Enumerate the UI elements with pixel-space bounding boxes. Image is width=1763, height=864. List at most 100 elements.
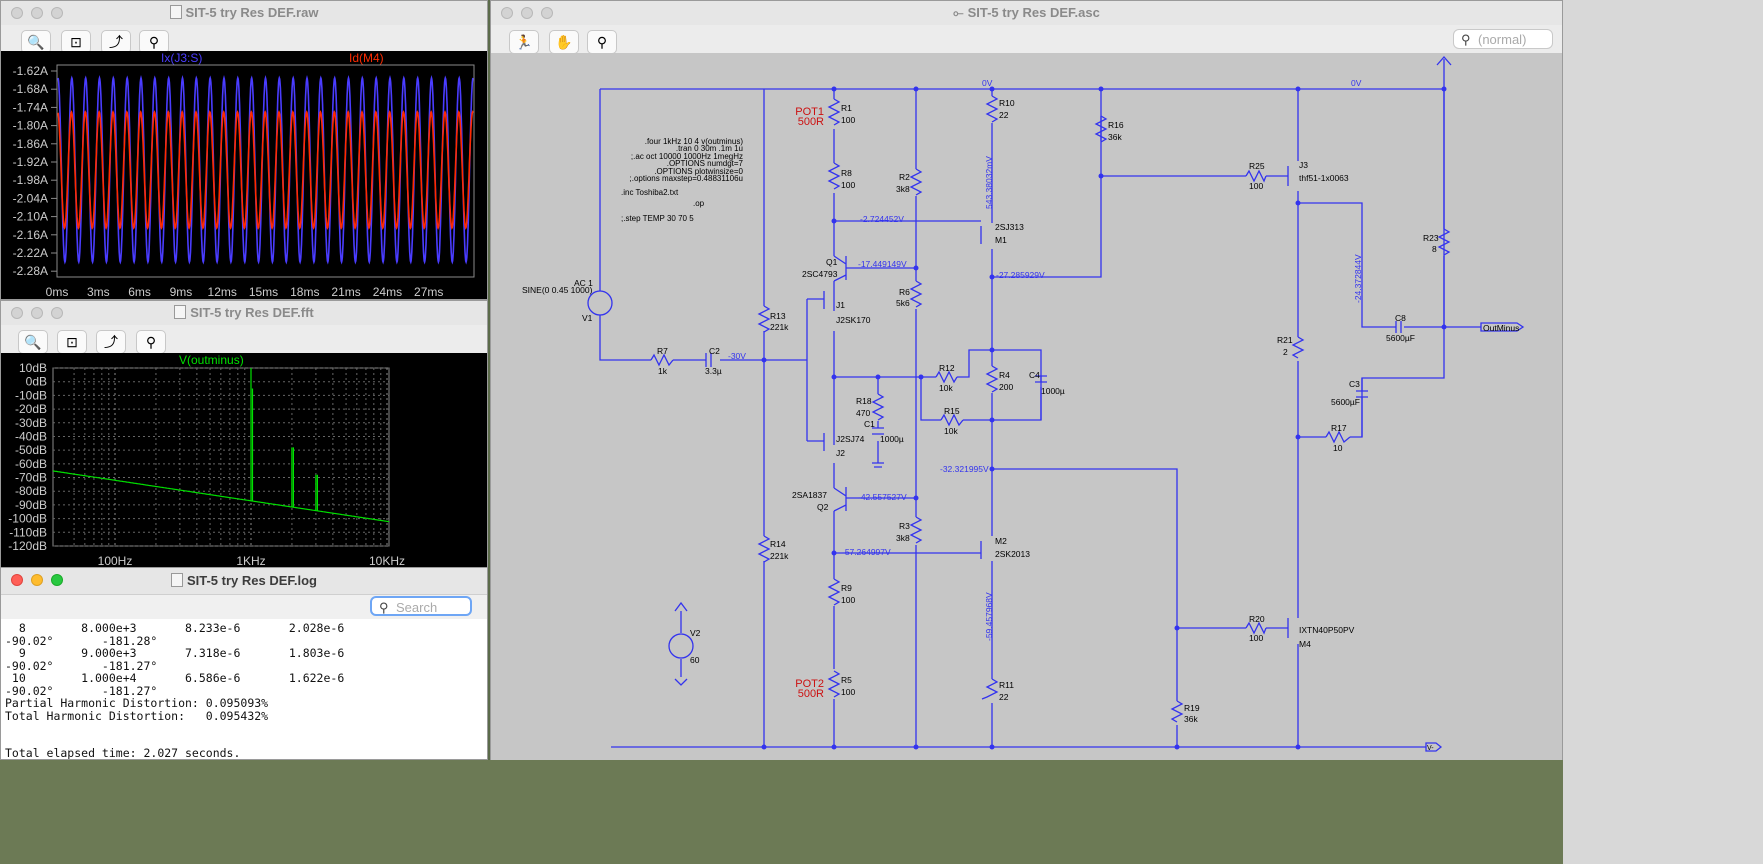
minimize-button[interactable] (521, 7, 533, 19)
raw-plot-window: SIT-5 try Res DEF.raw 🔍 ⊡ ⤴ ⚲ Ix(J3:S) I… (0, 0, 488, 300)
zoom-button[interactable] (51, 307, 63, 319)
log-line: Total Harmonic Distortion: 0.095432% (5, 708, 269, 723)
pot2-value: 500R (798, 688, 824, 700)
r18-val: 470 (856, 408, 870, 418)
fft-y-tick-label: -10dB (15, 388, 47, 402)
c8-val: 5600µF (1386, 333, 1415, 343)
r19-val: 36k (1184, 714, 1198, 724)
resistor-r12-symbol (935, 370, 958, 384)
c3-val: 5600µF (1331, 397, 1360, 407)
v1-ref: V1 (582, 313, 593, 323)
r15-ref: R15 (944, 406, 960, 416)
pot1-value: 500R (798, 116, 824, 128)
resistor-r15-symbol (940, 413, 964, 427)
schematic-search-input[interactable]: ⚲ (normal) (1453, 29, 1553, 49)
c8-ref: C8 (1395, 313, 1406, 323)
resistor-r5-symbol (827, 670, 841, 698)
x-tick-label: 18ms (290, 285, 319, 299)
fft-y-tick-label: 0dB (26, 375, 47, 389)
y-tick-label: -1.74A (13, 100, 48, 114)
log-text-area[interactable]: 8 8.000e+3 8.233e-6 2.028e-6-90.02° -181… (1, 619, 487, 759)
r6-ref: R6 (899, 287, 910, 297)
pan-icon[interactable]: ⤴ (96, 330, 126, 354)
schematic-window: ⟜SIT-5 try Res DEF.asc 🏃 ✋ ⚲ ⚲ (normal) (490, 0, 1563, 764)
fft-trace-label[interactable]: V(outminus) (179, 353, 244, 367)
zoom-button[interactable] (51, 7, 63, 19)
r10-ref: R10 (999, 98, 1015, 108)
trace-id-m4 (57, 110, 474, 230)
zoom-button[interactable] (51, 574, 63, 586)
directive-line[interactable]: .tran 0 30m .1m 1u (676, 144, 743, 153)
zoom-button[interactable] (541, 7, 553, 19)
c1-val: 1000µ (880, 434, 904, 444)
resistor-r11-symbol (981, 678, 999, 700)
trace-label-1[interactable]: Ix(J3:S) (161, 51, 202, 65)
schematic-wires (599, 59, 1481, 748)
resistor-r2-symbol (909, 168, 923, 196)
r25-val: 100 (1249, 181, 1263, 191)
probe-icon[interactable]: ⚲ (587, 30, 617, 54)
r14-ref: R14 (770, 539, 786, 549)
resistor-r6-symbol (909, 280, 923, 308)
close-button[interactable] (11, 307, 23, 319)
q1-model: 2SC4793 (802, 269, 838, 279)
r7-ref: R7 (657, 346, 668, 356)
raw-plot-area[interactable]: Ix(J3:S) Id(M4) -1.62A-1.68A-1.74A-1.80A… (1, 51, 487, 299)
directive-line[interactable]: .OPTIONS numdgt=7 (667, 159, 744, 168)
close-button[interactable] (11, 574, 23, 586)
directive-line[interactable]: ;.options maxstep=0.48831106u (630, 174, 744, 183)
y-tick-label: -1.98A (13, 173, 48, 187)
schematic-window-title: SIT-5 try Res DEF.asc (967, 5, 1100, 20)
halt-icon[interactable]: ✋ (549, 30, 579, 54)
fft-window-titlebar[interactable]: SIT-5 try Res DEF.fft (1, 301, 487, 326)
fft-y-tick-label: -100dB (8, 512, 47, 526)
zoom-area-icon[interactable]: 🔍 (21, 30, 51, 54)
trace-label-2[interactable]: Id(M4) (349, 51, 384, 65)
r2-val: 3k8 (896, 184, 910, 194)
r9-val: 100 (841, 595, 855, 605)
r16-val: 36k (1108, 132, 1122, 142)
source-v1-symbol (587, 290, 613, 316)
fft-y-tick-label: -40dB (15, 429, 47, 443)
zoom-area-icon[interactable]: 🔍 (18, 330, 48, 354)
autorange-icon[interactable]: ⊡ (57, 330, 87, 354)
node-voltage-label: -17.449149V (858, 259, 907, 269)
minimize-button[interactable] (31, 574, 43, 586)
minimize-button[interactable] (31, 307, 43, 319)
resistor-r25-symbol (1245, 169, 1267, 183)
probe-icon[interactable]: ⚲ (136, 330, 166, 354)
log-search-placeholder: Search (396, 600, 438, 615)
y-tick-label: -1.62A (13, 64, 48, 78)
directive-line[interactable]: .op (693, 199, 705, 208)
r17-ref: R17 (1331, 423, 1347, 433)
raw-plot-svg: Ix(J3:S) Id(M4) -1.62A-1.68A-1.74A-1.80A… (13, 51, 475, 299)
r13-ref: R13 (770, 311, 786, 321)
run-icon[interactable]: 🏃 (509, 30, 539, 54)
directive-line[interactable]: ;.step TEMP 30 70 5 (621, 214, 694, 223)
q2-ref: Q2 (817, 502, 829, 512)
x-tick-label: 3ms (87, 285, 110, 299)
r11-val: 22 (999, 692, 1009, 702)
resistor-r1-symbol (827, 98, 841, 126)
close-button[interactable] (501, 7, 513, 19)
m4-ref: M4 (1299, 639, 1311, 649)
directive-line[interactable]: .inc Toshiba2.txt (621, 188, 679, 197)
y-tick-label: -2.04A (13, 191, 48, 205)
desktop-background (0, 760, 1563, 864)
schematic-canvas[interactable]: .four 1kHz 10 4 v(outminus) .tran 0 30m … (491, 53, 1562, 763)
raw-window-titlebar[interactable]: SIT-5 try Res DEF.raw (1, 1, 487, 26)
node-voltage-label: -42.557527V (858, 492, 907, 502)
outminus-port-icon (1480, 322, 1525, 332)
schematic-window-titlebar[interactable]: ⟜SIT-5 try Res DEF.asc (491, 1, 1562, 26)
y-tick-label: -1.86A (13, 137, 48, 151)
directive-line[interactable]: .four 1kHz 10 4 v(outminus) (645, 137, 744, 146)
minimize-button[interactable] (31, 7, 43, 19)
close-button[interactable] (11, 7, 23, 19)
log-search-input[interactable]: ⚲ Search (370, 596, 472, 616)
directive-line[interactable]: .OPTIONS plotwinsize=0 (654, 167, 743, 176)
net-label-0v: 0V (982, 78, 993, 88)
log-window-titlebar[interactable]: SIT-5 try Res DEF.log (1, 568, 487, 595)
fft-plot-svg: V(outminus) 10dB0dB-10dB-20dB-30dB-40dB-… (8, 353, 405, 567)
directive-line[interactable]: ;.ac oct 10000 1000Hz 1megHz (631, 152, 743, 161)
